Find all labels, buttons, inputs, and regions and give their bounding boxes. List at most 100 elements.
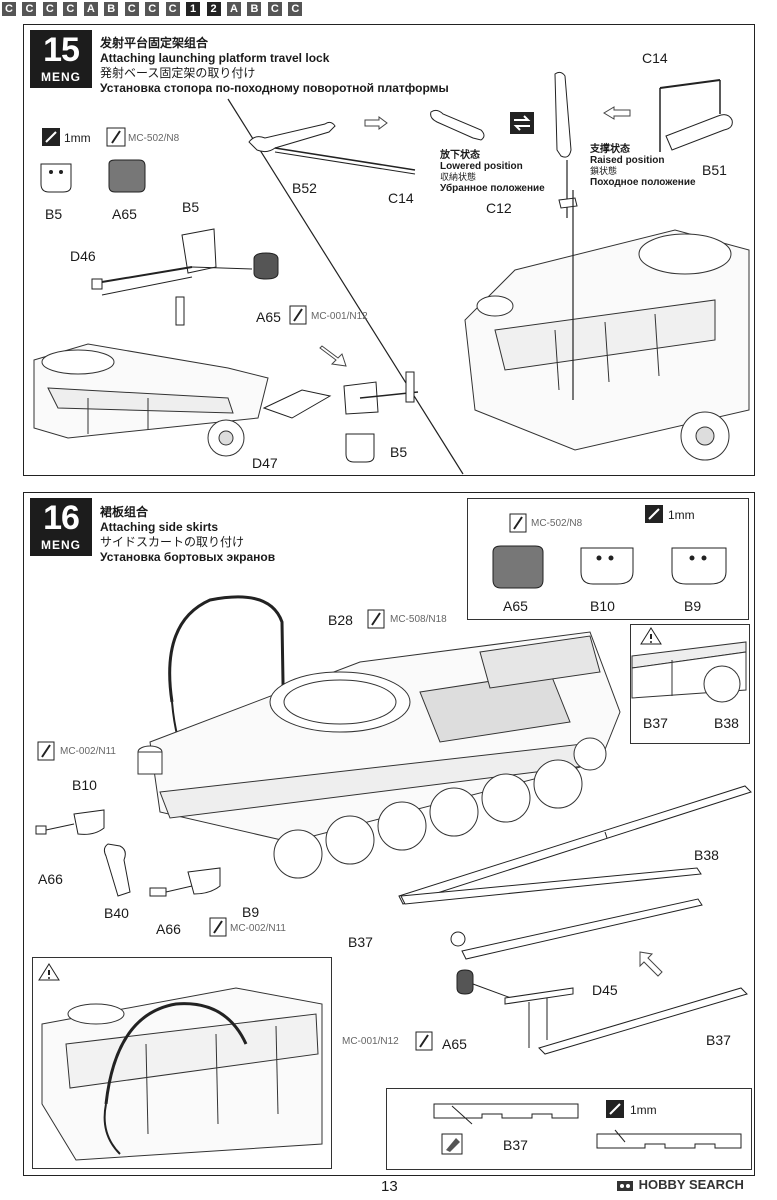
label-b38: B38 bbox=[694, 847, 719, 863]
arrow-down-right-icon bbox=[318, 344, 348, 368]
arrow-up-left-outline-icon bbox=[636, 948, 664, 976]
raised-en: Raised position bbox=[590, 155, 665, 166]
arrow-right-outline-icon bbox=[363, 116, 389, 130]
label-c14-left: C14 bbox=[388, 190, 414, 206]
hull-fragment-left-drawing bbox=[28, 338, 328, 468]
label-d45: D45 bbox=[592, 982, 618, 998]
label-a65-box: A65 bbox=[503, 598, 528, 614]
part-a65-box-drawing bbox=[489, 544, 547, 590]
label-d47: D47 bbox=[252, 455, 278, 471]
part-b9-drawing bbox=[148, 862, 228, 902]
skirt-detail-drawing bbox=[632, 640, 746, 700]
label-a66-a: A66 bbox=[38, 871, 63, 887]
step-16-badge: 16 MENG bbox=[30, 498, 92, 556]
step-15-tag-c-4: C bbox=[63, 1, 78, 16]
label-b9-box: B9 bbox=[684, 598, 702, 614]
hull-fragment-right-drawing bbox=[455, 210, 751, 468]
raised-zh: 支撑状态 bbox=[590, 144, 630, 155]
label-b52: B52 bbox=[292, 180, 317, 196]
step-16-brand: MENG bbox=[41, 538, 81, 552]
paint-brush-icon bbox=[368, 610, 384, 628]
step-15-title-en: Attaching launching platform travel lock bbox=[100, 51, 330, 65]
label-c14-right: C14 bbox=[642, 50, 668, 66]
step-16-title-zh: 裙板组合 bbox=[100, 505, 149, 519]
label-b5: B5 bbox=[45, 206, 63, 222]
step-15-divider bbox=[23, 24, 753, 474]
part-b9-box-drawing bbox=[668, 544, 730, 588]
raised-position-note: 支撑状态 Raised position 鎖状態 Походное положе… bbox=[590, 144, 696, 188]
skirt-b37-sub-drawing bbox=[535, 986, 751, 1056]
step-16-detail-tag-c: C bbox=[288, 1, 303, 16]
lowered-ja: 収納状態 bbox=[440, 172, 477, 182]
raised-arm-drawing bbox=[610, 62, 740, 162]
step-15-number: 15 bbox=[43, 31, 80, 69]
step-16-tag-2: 2 bbox=[206, 1, 221, 16]
arm-assembly-drawing bbox=[245, 112, 425, 182]
label-b28: B28 bbox=[328, 612, 353, 628]
part-d47-drawing bbox=[262, 388, 332, 424]
step-15-badge: 15 MENG bbox=[30, 30, 92, 88]
skirt-edge-detail-right-drawing bbox=[595, 1128, 745, 1158]
travel-lock-subassembly-drawing bbox=[92, 225, 282, 335]
arrow-left-outline-icon bbox=[602, 106, 632, 120]
step-16-title-ru: Установка бортовых экранов bbox=[100, 550, 276, 564]
clamp-part-drawing bbox=[425, 106, 491, 144]
label-b51: B51 bbox=[702, 162, 727, 178]
step-15-title-zh: 发射平台固定架组合 bbox=[100, 36, 209, 50]
label-b40: B40 bbox=[104, 905, 129, 921]
raised-ja: 鎖状態 bbox=[590, 166, 618, 176]
knife-icon bbox=[606, 1100, 624, 1118]
knife-icon bbox=[42, 128, 60, 146]
step-16-title-en: Attaching side skirts bbox=[100, 520, 219, 534]
lowered-zh: 放下状态 bbox=[440, 150, 480, 161]
step-16-tag-c-a66: C bbox=[145, 1, 160, 16]
lowered-en: Lowered position bbox=[440, 161, 523, 172]
label-b9: B9 bbox=[242, 904, 260, 920]
step-16-tag-1: 1 bbox=[186, 1, 201, 16]
side-skirt-b38-drawing bbox=[395, 776, 755, 906]
step-16-box-tag-c: C bbox=[124, 1, 139, 16]
step-15-title-ja: 発射ベース固定架の取り付け bbox=[100, 66, 256, 80]
raised-ru: Походное положение bbox=[590, 177, 696, 188]
label-b5-bottom: B5 bbox=[390, 444, 408, 460]
step-16-paint-mc508: MC-508/N18 bbox=[390, 614, 447, 625]
lock-bracket-drawing bbox=[340, 370, 420, 420]
step-15-paint-mc001: MC-001/N12 bbox=[311, 311, 368, 322]
label-a65: A65 bbox=[112, 206, 137, 222]
side-skirt-b37-drawing bbox=[397, 866, 707, 906]
vertical-lock-arm-drawing bbox=[545, 70, 585, 220]
label-b10: B10 bbox=[72, 777, 97, 793]
step-15-paint-1mm: 1mm bbox=[64, 131, 91, 145]
step-16-tag-a: A bbox=[226, 1, 241, 16]
step-16-paint-1mm: 1mm bbox=[668, 508, 695, 522]
step-15-title-ru: Установка стопора по-походному поворотно… bbox=[100, 81, 449, 95]
hobby-search-watermark: HOBBY SEARCH bbox=[617, 1177, 744, 1193]
detail-box-bottom bbox=[386, 1088, 752, 1170]
label-b37-right: B37 bbox=[706, 1032, 731, 1048]
warning-icon bbox=[640, 626, 662, 646]
step-16-tag-b: B bbox=[247, 1, 262, 16]
part-b10-drawing bbox=[34, 800, 114, 840]
step-16-title-ja: サイドスカートの取り付け bbox=[100, 535, 245, 549]
d45-bracket-drawing bbox=[455, 970, 585, 1050]
step-16-paint-mc002-b: MC-002/N11 bbox=[230, 923, 286, 934]
step-15-tag-c: C bbox=[2, 1, 16, 16]
part-b40-drawing bbox=[102, 840, 152, 900]
label-b38-inset: B38 bbox=[714, 715, 739, 731]
label-b5-top: B5 bbox=[182, 199, 200, 215]
label-b10-box: B10 bbox=[590, 598, 615, 614]
step-15-paint-mc502: MC-502/N8 bbox=[128, 133, 180, 144]
part-a65-drawing bbox=[105, 158, 149, 196]
lowered-position-note: 放下状态 Lowered position 収納状態 Убранное поло… bbox=[440, 150, 545, 194]
step-16-paint-mc002-a: MC-002/N11 bbox=[60, 746, 116, 757]
part-b10-box-drawing bbox=[577, 544, 637, 588]
label-d46: D46 bbox=[70, 248, 96, 264]
step-15-tag-c-3: C bbox=[42, 1, 57, 16]
step-15-brand: MENG bbox=[41, 70, 81, 84]
step-16-paint-mc001: MC-001/N12 bbox=[342, 1036, 399, 1047]
label-a66-b: A66 bbox=[156, 921, 181, 937]
paint-brush-icon bbox=[210, 918, 226, 936]
paint-brush-icon bbox=[107, 128, 125, 146]
lowered-ru: Убранное положение bbox=[440, 183, 545, 194]
step-16-number: 16 bbox=[43, 499, 80, 537]
